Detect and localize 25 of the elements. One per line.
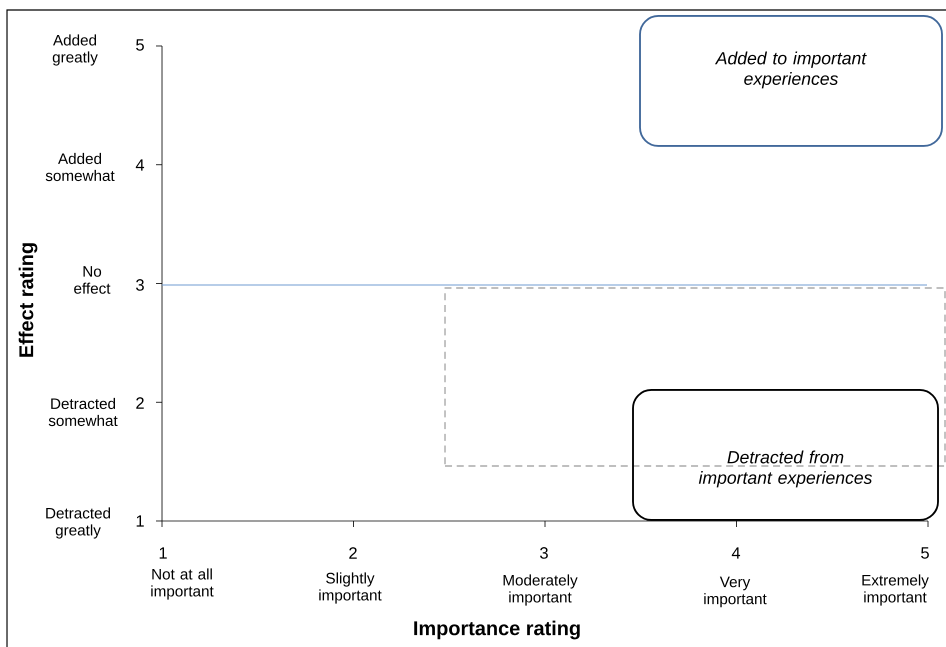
- tick-label: Moderately important: [504, 574, 578, 606]
- callout-box: Added to important experiences: [639, 15, 943, 147]
- tick-label: Very important: [704, 576, 767, 608]
- tick-label: 5: [136, 39, 144, 51]
- tick-label: Not at all important: [151, 568, 214, 600]
- tick-label: Added somewhat: [46, 152, 115, 182]
- tick-label: Slightly important: [319, 572, 382, 604]
- tick-label: 4: [732, 547, 740, 559]
- callout-box: Detracted from important experiences: [632, 389, 939, 521]
- tick-label: 2: [136, 397, 144, 409]
- tick-label: 1: [136, 515, 144, 527]
- tick-label: Added greatly: [52, 34, 98, 66]
- region-box: [444, 288, 946, 466]
- tick-label: No effect: [74, 266, 110, 294]
- tick-label: 2: [349, 547, 357, 559]
- axis-title: Effect rating: [18, 243, 38, 357]
- tick-label: Detracted somewhat: [48, 398, 118, 426]
- tick-label: 4: [136, 159, 144, 171]
- axis-title: Importance rating: [414, 620, 580, 640]
- tick-label: 1: [160, 547, 167, 559]
- tick-label: Detracted greatly: [46, 507, 110, 539]
- tick-label: 3: [136, 279, 144, 291]
- tick-label: 5: [921, 547, 929, 559]
- tick-label: 3: [540, 547, 548, 559]
- tick-label: Extremely important: [862, 574, 929, 606]
